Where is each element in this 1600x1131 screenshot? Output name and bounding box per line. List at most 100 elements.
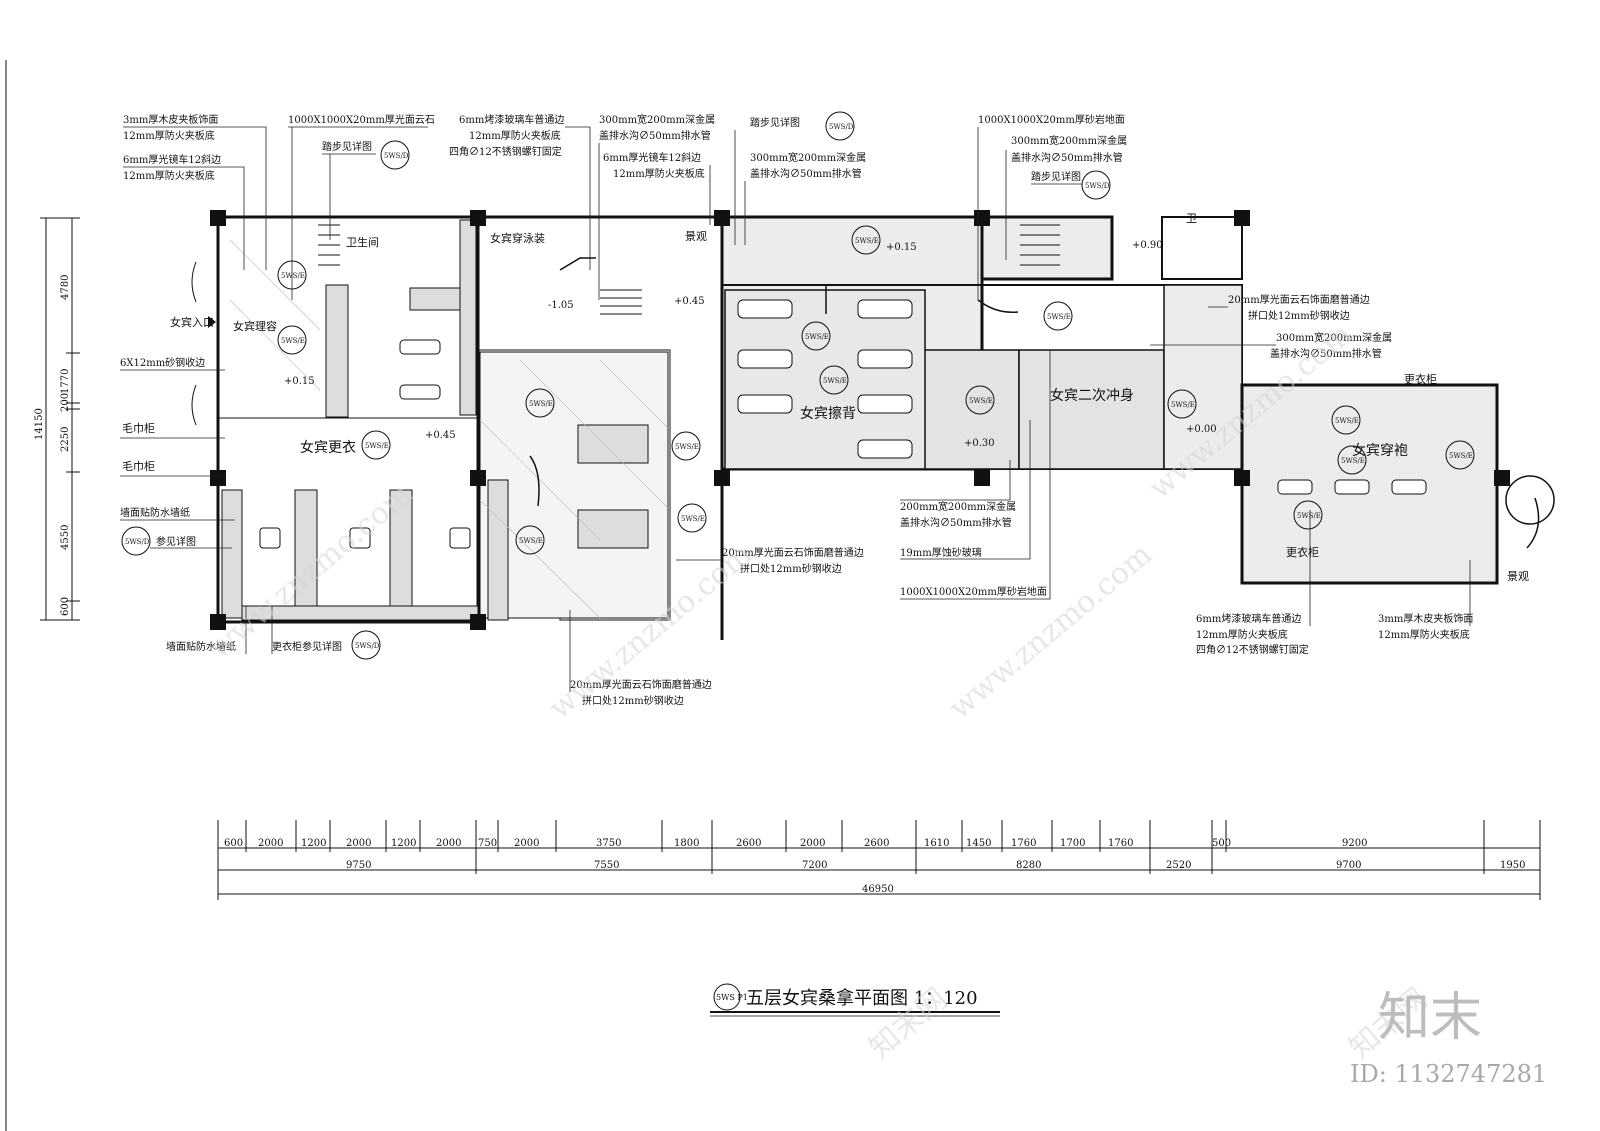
annotation: 12mm厚防火夹板底 (1378, 628, 1470, 641)
annotation: 6mm厚光镜车12斜边 (123, 153, 221, 166)
dim-row1: 1800 (674, 838, 699, 849)
room-changing: 女宾更衣 (300, 439, 356, 456)
dim-row2: 9700 (1336, 860, 1361, 871)
elevation-tag: 5WS/E (1341, 457, 1365, 465)
annotation: 拼口处12mm砂钢收边 (740, 562, 842, 575)
annotation: 四角∅12不锈钢螺钉固定 (449, 145, 562, 158)
annotation: 300mm宽200mm深金属 (750, 151, 866, 164)
annotation: 20mm厚光面云石饰面磨普通边 (1228, 293, 1370, 306)
dim-row1: 1200 (301, 838, 326, 849)
annotation: 6mm烤漆玻璃车普通边 (1196, 612, 1301, 625)
watermark-id: ID: 1132747281 (1350, 1060, 1547, 1088)
detail-tag: 5WS/D (829, 123, 854, 131)
annotation: 6X12mm砂钢收边 (120, 356, 205, 369)
dim-row1: 2000 (436, 838, 461, 849)
dim-row2: 7200 (802, 860, 827, 871)
left-dimensions: 4780 1770 200 2250 4550 600 14150 (34, 217, 80, 621)
elevation-marks: +0.15 +0.45 -1.05 +0.45 +0.15 +0.90 +0.3… (284, 240, 1217, 449)
elevation-tag: 5WS/E (281, 272, 305, 280)
dim-row1: 750 (478, 838, 497, 849)
dim-row1: 2600 (864, 838, 889, 849)
elevation-tag: 5WS/E (1335, 417, 1359, 425)
plan-walls (191, 210, 1555, 640)
watermark-logo: 知末 (1378, 988, 1482, 1048)
dim-row2: 2520 (1166, 860, 1191, 871)
room-towel-1: 毛巾柜 (122, 421, 155, 435)
dim-row1: 2000 (346, 838, 371, 849)
annotation: 盖排水沟∅50mm排水管 (1011, 151, 1123, 164)
dim-row1: 2000 (514, 838, 539, 849)
annotation: 6mm厚光镜车12斜边 (603, 151, 701, 164)
dim-row1: 1450 (966, 838, 991, 849)
annotation: 6mm烤漆玻璃车普通边 (459, 113, 564, 126)
room-locker-a: 更衣柜 (1404, 372, 1437, 386)
dim-row1: 600 (224, 838, 243, 849)
elevation-tag: 5WS/E (805, 333, 829, 341)
material-annotations: 3mm厚木皮夹板饰面 12mm厚防火夹板底 6mm厚光镜车12斜边 12mm厚防… (120, 113, 1473, 707)
room-landscape-2: 景观 (1507, 570, 1529, 583)
elevation-mark: +0.90 (1132, 240, 1163, 251)
room-wc2: 卫 (1186, 212, 1197, 225)
dim-row1: 1760 (1011, 838, 1036, 849)
dim-vertical: 4780 (60, 275, 71, 300)
annotation: 盖排水沟∅50mm排水管 (1270, 347, 1382, 360)
dim-vertical-total: 14150 (34, 408, 45, 440)
title-tag: 5WS P1 (716, 993, 748, 1002)
annotation: 3mm厚木皮夹板饰面 (1378, 612, 1473, 625)
elevation-mark: +0.45 (425, 430, 456, 441)
dim-vertical: 600 (60, 597, 71, 616)
room-labels: 女宾入口 女宾理容 卫生间 女宾穿泳装 女宾更衣 女宾擦背 女宾二次冲身 女宾穿… (122, 212, 1529, 583)
annotation: 1000X1000X20mm厚砂岩地面 (978, 113, 1125, 126)
annotation: 19mm厚蚀砂玻璃 (900, 546, 982, 559)
detail-tag: 5WS/D (355, 642, 380, 650)
elevation-mark: +0.15 (886, 242, 917, 253)
room-scrub: 女宾擦背 (800, 405, 856, 422)
annotation: 1000X1000X20mm厚砂岩地面 (900, 585, 1047, 598)
annotation: 盖排水沟∅50mm排水管 (900, 516, 1012, 529)
elevation-mark: +0.30 (964, 438, 995, 449)
room-shower2: 女宾二次冲身 (1050, 387, 1134, 404)
annotation: 3mm厚木皮夹板饰面 (123, 113, 218, 126)
annotation: 20mm厚光面云石饰面磨普通边 (722, 546, 864, 559)
annotation: 12mm厚防火夹板底 (1196, 628, 1288, 641)
annotation: 拼口处12mm砂钢收边 (582, 694, 684, 707)
watermark-site: www.znzmo.com (943, 537, 1159, 726)
annotation: 1000X1000X20mm厚光面云石 (288, 113, 435, 126)
dim-row2: 9750 (346, 860, 371, 871)
annotation: 12mm厚防火夹板底 (123, 169, 215, 182)
bottom-dimensions: 600 2000 1200 2000 1200 2000 750 2000 37… (217, 820, 1541, 900)
annotation: 300mm宽200mm深金属 (1011, 134, 1127, 147)
room-swimwear: 女宾穿泳装 (490, 231, 545, 245)
elevation-tag: 5WS/E (1171, 401, 1195, 409)
annotation: 拼口处12mm砂钢收边 (1248, 309, 1350, 322)
detail-tag: 5WS/D (125, 538, 150, 546)
elevation-tag: 5WS/E (675, 443, 699, 451)
annotation: 踏步见详图 (322, 140, 372, 153)
annotation: 12mm厚防火夹板底 (613, 167, 705, 180)
elevation-tag: 5WS/E (365, 442, 389, 450)
dim-row2: 7550 (594, 860, 619, 871)
dim-row1: 2000 (258, 838, 283, 849)
detail-tag: 5WS/D (384, 152, 409, 160)
room-robe: 女宾穿袍 (1352, 442, 1408, 459)
annotation: 300mm宽200mm深金属 (599, 113, 715, 126)
dim-row2: 1950 (1500, 860, 1525, 871)
detail-tag: 5WS/D (1085, 182, 1110, 190)
dim-row1: 2600 (736, 838, 761, 849)
elevation-mark: +0.45 (674, 296, 705, 307)
dim-row2: 8280 (1016, 860, 1041, 871)
room-towel-2: 毛巾柜 (122, 459, 155, 473)
dim-row1: 1700 (1060, 838, 1085, 849)
dim-row1: 500 (1212, 838, 1231, 849)
annotation: 参见详图 (156, 535, 196, 548)
elevation-tag: 5WS/E (281, 337, 305, 345)
dim-row1: 9200 (1342, 838, 1367, 849)
room-wc: 卫生间 (346, 235, 379, 249)
elevation-tag: 5WS/E (529, 400, 553, 408)
elevation-tag: 5WS/E (855, 237, 879, 245)
room-reception: 女宾理容 (233, 319, 277, 333)
drawing-title: 5WS P1 五层女宾桑拿平面图 1：120 (710, 983, 1000, 1017)
dim-total: 46950 (862, 884, 894, 895)
annotation: 四角∅12不锈钢螺钉固定 (1196, 643, 1309, 656)
